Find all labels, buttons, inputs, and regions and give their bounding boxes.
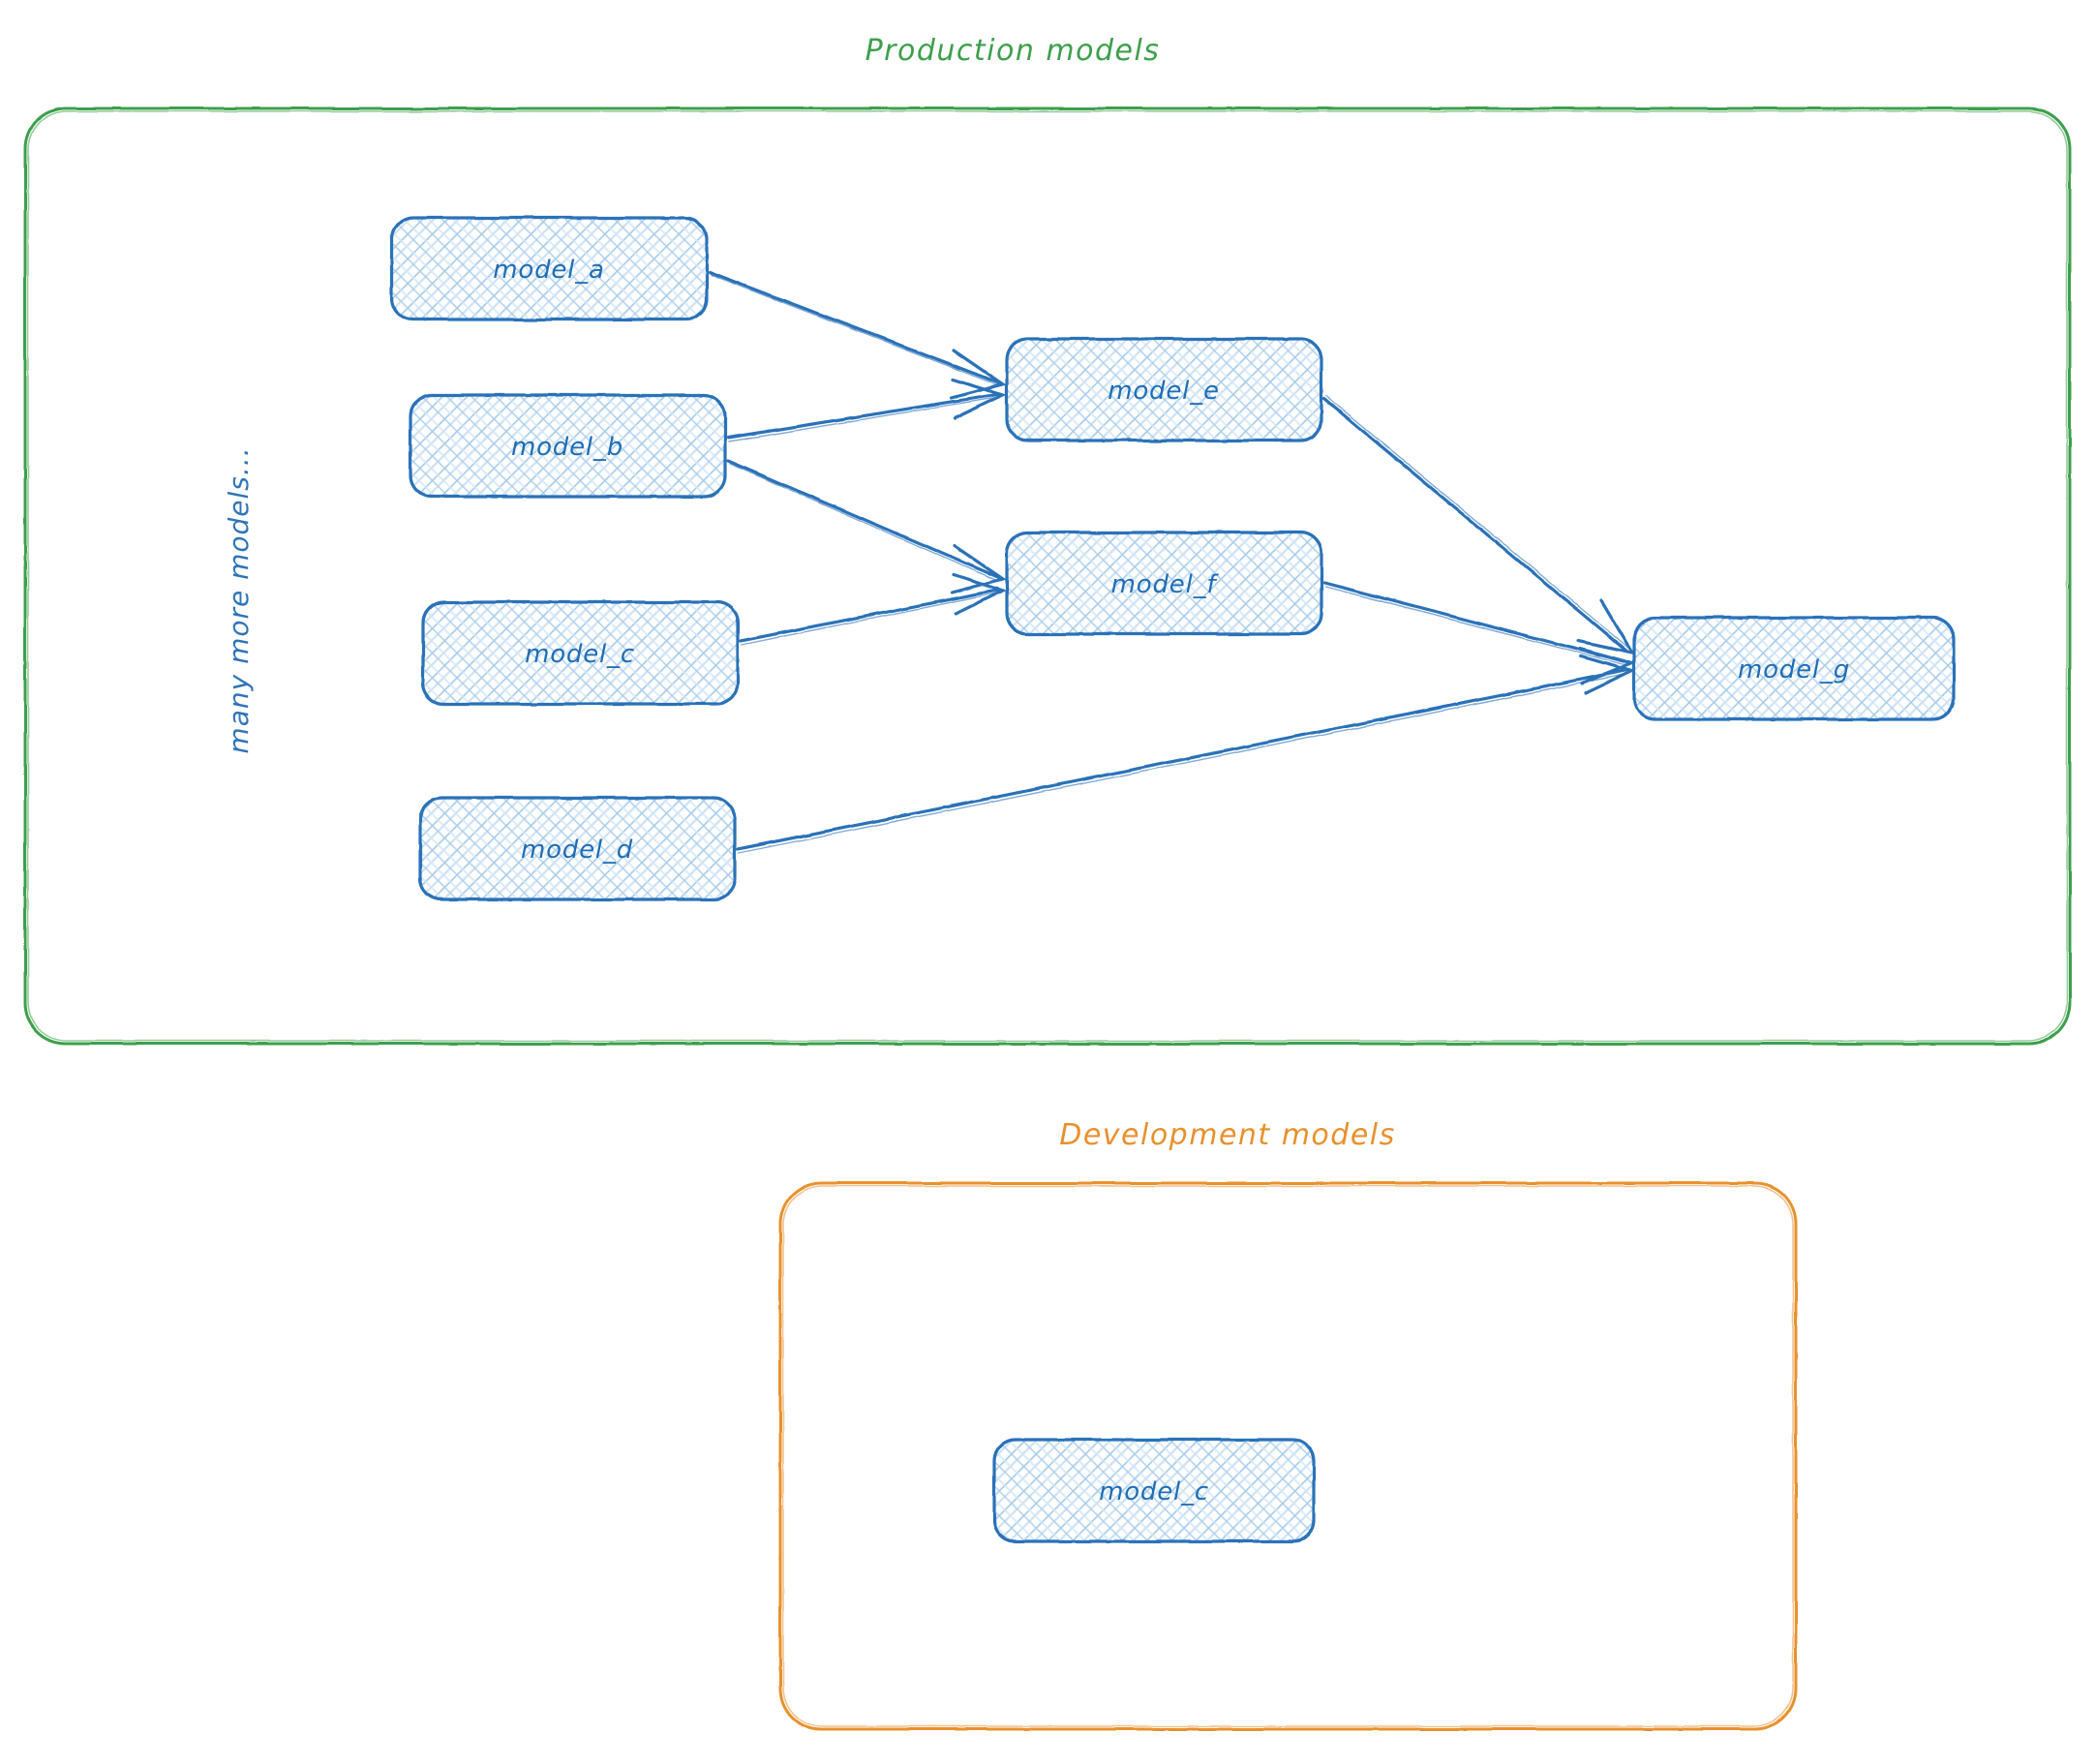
nodes-layer: model_a model_b model_c model — [390, 216, 1956, 1543]
edge-model-e-to-model-g — [1322, 395, 1636, 655]
edge-model-a-to-model-e — [708, 270, 1007, 400]
node-model-c-production[interactable]: model_c — [421, 600, 740, 706]
development-group-title: Development models — [1059, 1118, 1396, 1152]
node-model-a[interactable]: model_a — [390, 216, 709, 321]
production-container-border-2 — [27, 110, 2068, 1042]
node-model-b-border — [409, 393, 727, 499]
node-model-c-development-fill-2 — [994, 1440, 1314, 1541]
node-model-b[interactable]: model_b — [409, 393, 727, 499]
node-model-f[interactable]: model_f — [1005, 531, 1323, 636]
node-model-a-border — [390, 216, 709, 321]
node-model-e-border — [1005, 337, 1323, 442]
node-model-c-development-label: model_c — [1099, 1477, 1209, 1506]
node-model-e-fill-2 — [1007, 339, 1321, 441]
node-model-b-fill-2 — [410, 395, 725, 497]
edge-model-b-to-model-e — [726, 378, 1008, 442]
edges-layer — [708, 270, 1637, 854]
group-development: Development models — [778, 1118, 1798, 1731]
node-model-g-fill-2 — [1634, 618, 1954, 719]
development-container-border — [778, 1181, 1798, 1731]
node-model-c-production-label: model_c — [525, 640, 635, 669]
node-model-g-border — [1632, 616, 1956, 721]
node-model-a-fill-2 — [392, 218, 707, 319]
node-model-d-fill-2 — [420, 798, 735, 899]
many-more-models-label: many more models... — [223, 446, 255, 753]
node-model-f-fill-2 — [1007, 532, 1321, 634]
node-model-g-label: model_g — [1738, 655, 1850, 684]
edge-model-d-to-model-g — [736, 654, 1637, 854]
production-container-border — [23, 106, 2072, 1046]
edge-model-c-to-model-f — [739, 573, 1008, 646]
edge-model-f-to-model-g — [1322, 581, 1637, 685]
node-model-c-production-border — [421, 600, 740, 706]
production-group-title: Production models — [865, 34, 1161, 68]
node-model-c-production-fill-2 — [423, 602, 738, 704]
node-model-b-label: model_b — [511, 433, 623, 462]
edge-model-b-to-model-f — [726, 459, 1007, 594]
development-container-border-2 — [782, 1185, 1794, 1727]
node-model-e-label: model_e — [1108, 377, 1220, 406]
node-model-d-label: model_d — [521, 836, 633, 865]
node-model-g[interactable]: model_g — [1632, 616, 1956, 721]
node-model-a-label: model_a — [493, 256, 605, 285]
node-model-d[interactable]: model_d — [418, 796, 737, 901]
node-model-d-border — [418, 796, 737, 901]
node-model-e[interactable]: model_e — [1005, 337, 1323, 442]
node-model-c-development-border — [992, 1438, 1316, 1543]
group-production: Production models — [23, 34, 2072, 1046]
node-model-f-border — [1005, 531, 1323, 636]
node-model-c-development[interactable]: model_c — [992, 1438, 1316, 1543]
node-model-f-label: model_f — [1111, 570, 1220, 599]
many-more-models-label-group: many more models... — [223, 446, 255, 753]
